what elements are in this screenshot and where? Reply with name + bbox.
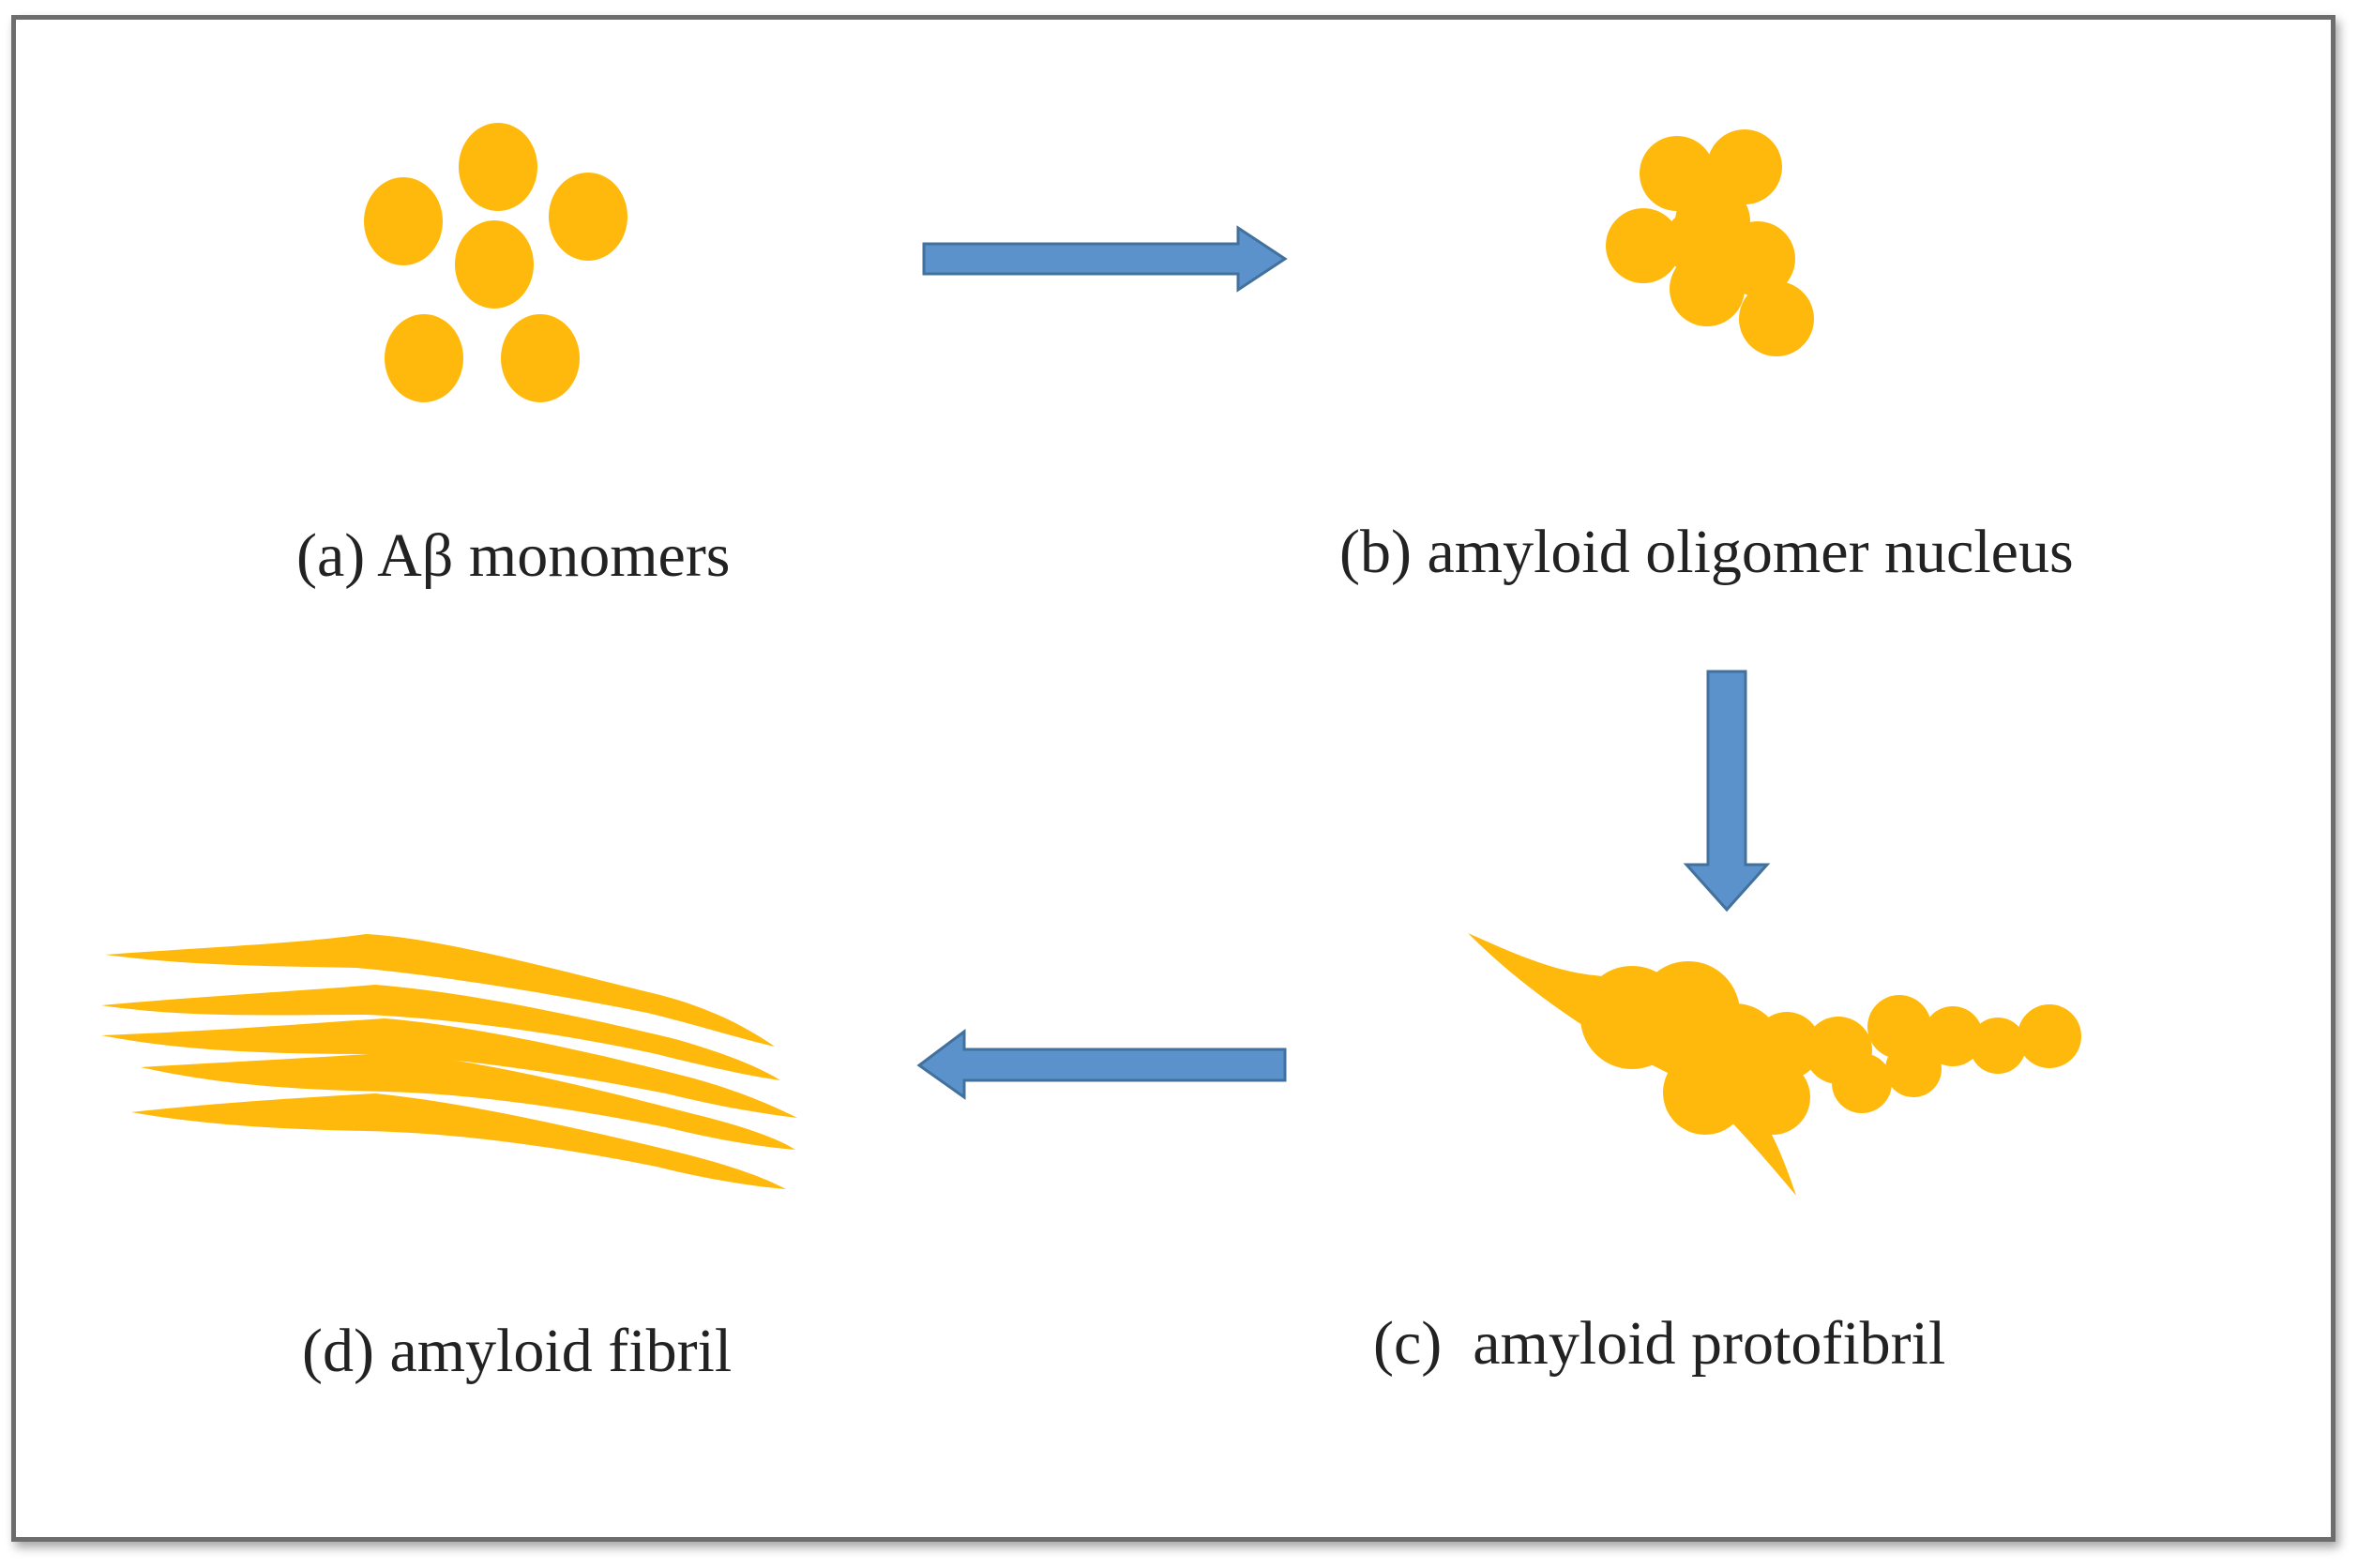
- stage-label-fibril: (d) amyloid fibril: [302, 1317, 733, 1385]
- oligomer-nucleus-icon: [1606, 129, 1814, 356]
- arrow-left-c-to-d: [916, 1029, 1287, 1100]
- stage-label-monomers: (a) Aβ monomers: [296, 521, 731, 590]
- stage-label-protofibril: (c) amyloid protofibril: [1373, 1309, 1946, 1378]
- monomers-icon: [364, 123, 627, 402]
- fibril-icon: [101, 934, 797, 1189]
- stage-label-oligomer-nucleus: (b) amyloid oligomer nucleus: [1339, 518, 2074, 586]
- arrow-right-a-to-b: [922, 225, 1288, 293]
- arrow-down-b-to-c: [1683, 670, 1771, 912]
- protofibril-icon: [1468, 933, 2081, 1196]
